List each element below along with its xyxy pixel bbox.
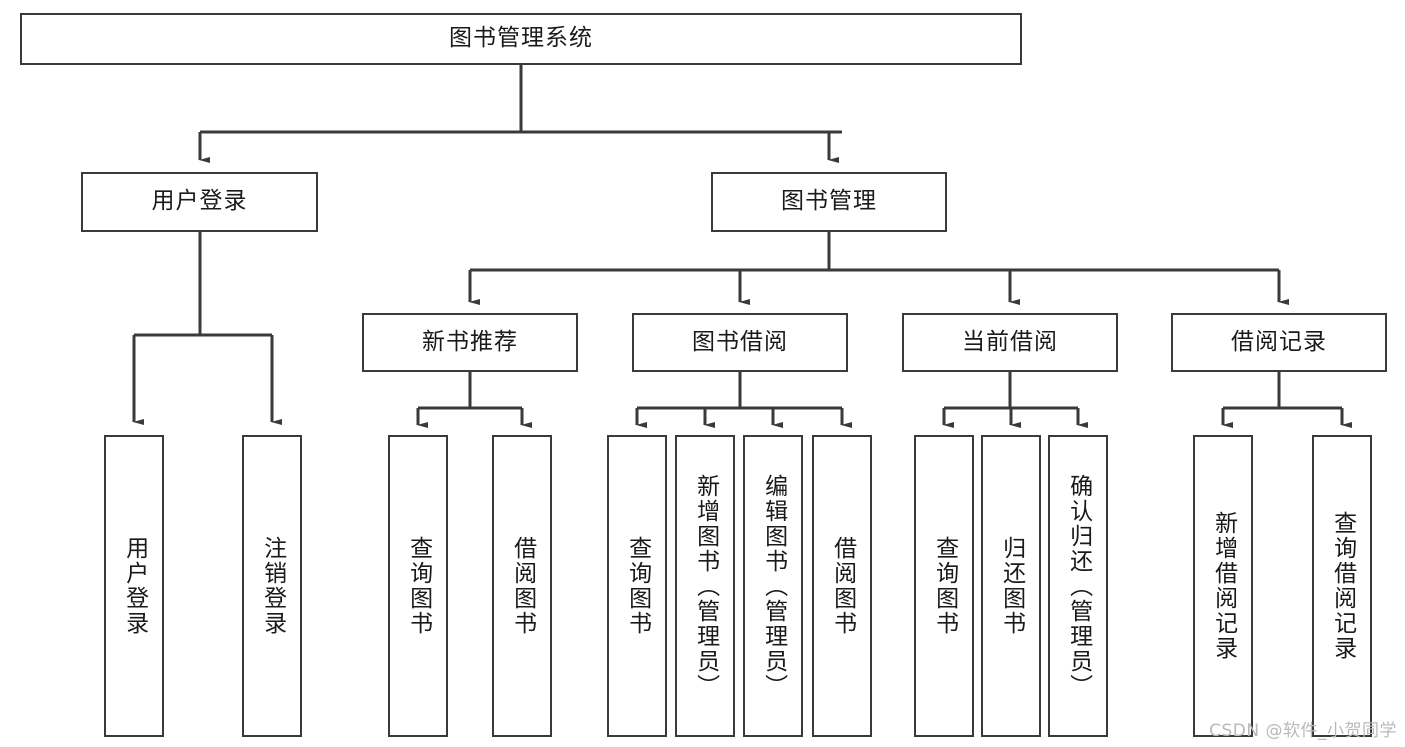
leaf-recommend-query-book[interactable]: 查询图书 [388,435,448,737]
node-label: 用户登录 [121,536,148,636]
leaf-borrow-query-book[interactable]: 查询图书 [607,435,667,737]
node-label: 新增借阅记录 [1210,511,1237,661]
leaf-current-confirm-return-admin[interactable]: 确认归还（管理员） [1048,435,1108,737]
node-label: 用户登录 [151,188,248,215]
leaf-recommend-borrow-book[interactable]: 借阅图书 [492,435,552,737]
node-root-system[interactable]: 图书管理系统 [20,13,1022,65]
node-label: 图书借阅 [692,328,788,355]
node-label: 借阅图书 [829,536,856,636]
node-borrow-record[interactable]: 借阅记录 [1171,313,1387,372]
leaf-current-query-book[interactable]: 查询图书 [914,435,974,737]
node-label: 当前借阅 [962,328,1058,355]
node-label: 注销登录 [259,536,286,636]
node-label: 借阅记录 [1231,328,1327,355]
leaf-user-login-logout[interactable]: 注销登录 [242,435,302,737]
node-label: 图书管理系统 [449,25,593,52]
node-book-management[interactable]: 图书管理 [711,172,947,232]
leaf-user-login-login[interactable]: 用户登录 [104,435,164,737]
node-label: 新增图书（管理员） [692,473,719,699]
leaf-current-return-book[interactable]: 归还图书 [981,435,1041,737]
node-label: 查询图书 [931,536,958,636]
node-label: 归还图书 [998,536,1025,636]
node-current-borrow[interactable]: 当前借阅 [902,313,1118,372]
node-label: 新书推荐 [422,328,518,355]
node-new-book-recommend[interactable]: 新书推荐 [362,313,578,372]
leaf-record-add-record[interactable]: 新增借阅记录 [1193,435,1253,737]
node-label: 借阅图书 [509,536,536,636]
leaf-record-query-record[interactable]: 查询借阅记录 [1312,435,1372,737]
leaf-borrow-borrow-book[interactable]: 借阅图书 [812,435,872,737]
node-book-borrow[interactable]: 图书借阅 [632,313,848,372]
node-label: 图书管理 [781,188,877,215]
node-label: 编辑图书（管理员） [760,473,787,699]
csdn-watermark: CSDN @软件_小贺同学 [1209,721,1397,741]
node-user-login[interactable]: 用户登录 [81,172,318,232]
node-label: 查询借阅记录 [1329,511,1356,661]
node-label: 查询图书 [405,536,432,636]
leaf-borrow-edit-book-admin[interactable]: 编辑图书（管理员） [743,435,803,737]
node-label: 确认归还（管理员） [1065,473,1092,699]
leaf-borrow-add-book-admin[interactable]: 新增图书（管理员） [675,435,735,737]
node-label: 查询图书 [624,536,651,636]
